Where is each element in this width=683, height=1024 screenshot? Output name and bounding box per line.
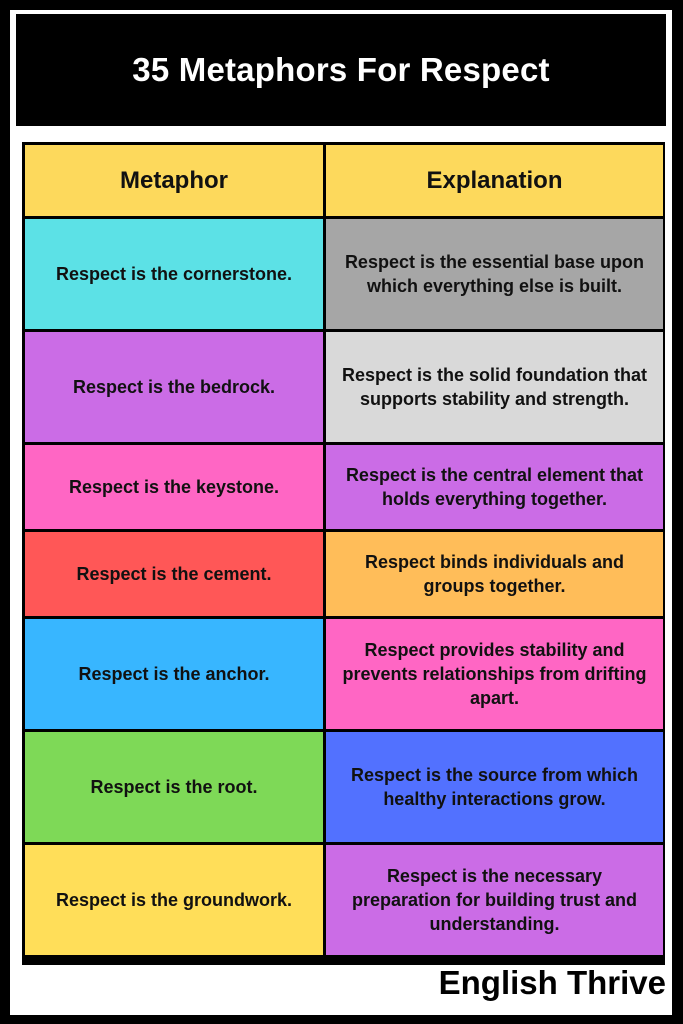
metaphor-cell: Respect is the bedrock. — [25, 332, 323, 442]
explanation-cell: Respect is the source from which healthy… — [326, 732, 663, 842]
brand-watermark: English Thrive — [438, 964, 666, 1001]
title-banner: 35 Metaphors For Respect — [16, 14, 666, 126]
explanation-cell: Respect binds individuals and groups tog… — [326, 532, 663, 616]
metaphor-cell: Respect is the anchor. — [25, 619, 323, 729]
explanation-cell: Respect is the essential base upon which… — [326, 219, 663, 329]
explanation-cell: Respect is the necessary preparation for… — [326, 845, 663, 955]
metaphor-cell: Respect is the cement. — [25, 532, 323, 616]
explanation-cell: Respect is the central element that hold… — [326, 445, 663, 529]
column-header-explanation: Explanation — [326, 145, 663, 216]
explanation-cell: Respect is the solid foundation that sup… — [326, 332, 663, 442]
page-title: 35 Metaphors For Respect — [132, 51, 550, 88]
metaphor-cell: Respect is the keystone. — [25, 445, 323, 529]
metaphor-cell: Respect is the root. — [25, 732, 323, 842]
column-header-metaphor: Metaphor — [25, 145, 323, 216]
metaphor-cell: Respect is the groundwork. — [25, 845, 323, 955]
infographic-frame: 35 Metaphors For Respect Metaphor Explan… — [10, 10, 672, 1015]
explanation-cell: Respect provides stability and prevents … — [326, 619, 663, 729]
metaphor-cell: Respect is the cornerstone. — [25, 219, 323, 329]
metaphor-table: Metaphor Explanation Respect is the corn… — [22, 142, 665, 965]
